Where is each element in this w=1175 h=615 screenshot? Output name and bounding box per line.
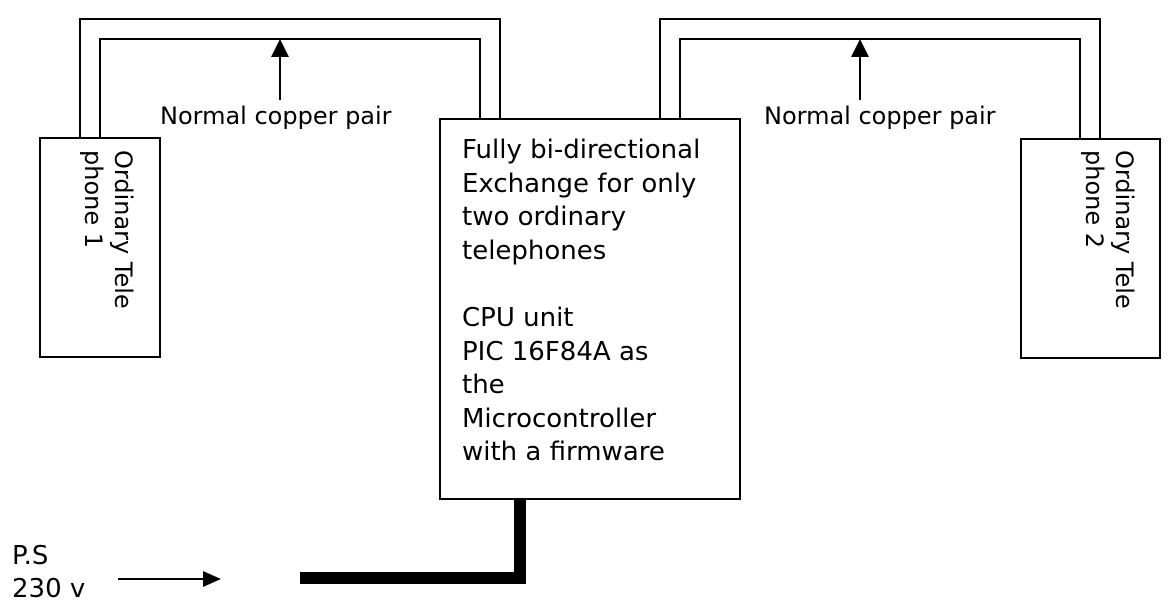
exchange-description: Fully bi-directional Exchange for only t… [462,134,700,470]
exchange-line: telephones [462,235,607,266]
power-supply-arrow-head [203,571,221,587]
exchange-line: CPU unit [462,302,574,333]
phone-1-label-line-2: phone 1 [79,150,107,249]
right-outer-wire [659,18,1101,138]
phone-2-label: Ordinary Tele phone 2 [1079,150,1139,309]
power-line [300,500,526,584]
exchange-line: Fully bi-directional [462,135,701,165]
phone-2-box [1020,138,1161,359]
left-link-arrow-head [271,39,289,57]
exchange-line: PIC 16F84A as [462,336,649,367]
phone-1-label: Ordinary Tele phone 1 [78,150,138,309]
power-supply-label: P.S 230 v [12,540,85,606]
exchange-box [439,118,741,500]
phone-2-label-line-2: phone 2 [1080,150,1108,249]
exchange-line: with a firmware [462,437,665,468]
right-link-arrow-head [851,39,869,57]
exchange-line: two ordinary [462,202,626,233]
phone-2-label-line-1: Ordinary Tele [1110,150,1138,309]
left-link-label: Normal copper pair [160,102,392,130]
left-inner-wire [99,38,481,138]
left-outer-wire [79,18,501,138]
exchange-line [462,268,700,302]
exchange-line: Microcontroller [462,403,657,434]
right-link-label: Normal copper pair [764,102,996,130]
phone-1-label-line-1: Ordinary Tele [109,150,137,309]
exchange-line: the [462,370,505,401]
exchange-line: Exchange for only [462,168,697,199]
right-inner-wire [679,38,1081,138]
power-supply-label-line-1: P.S [12,541,49,571]
power-supply-label-line-2: 230 v [12,574,86,604]
